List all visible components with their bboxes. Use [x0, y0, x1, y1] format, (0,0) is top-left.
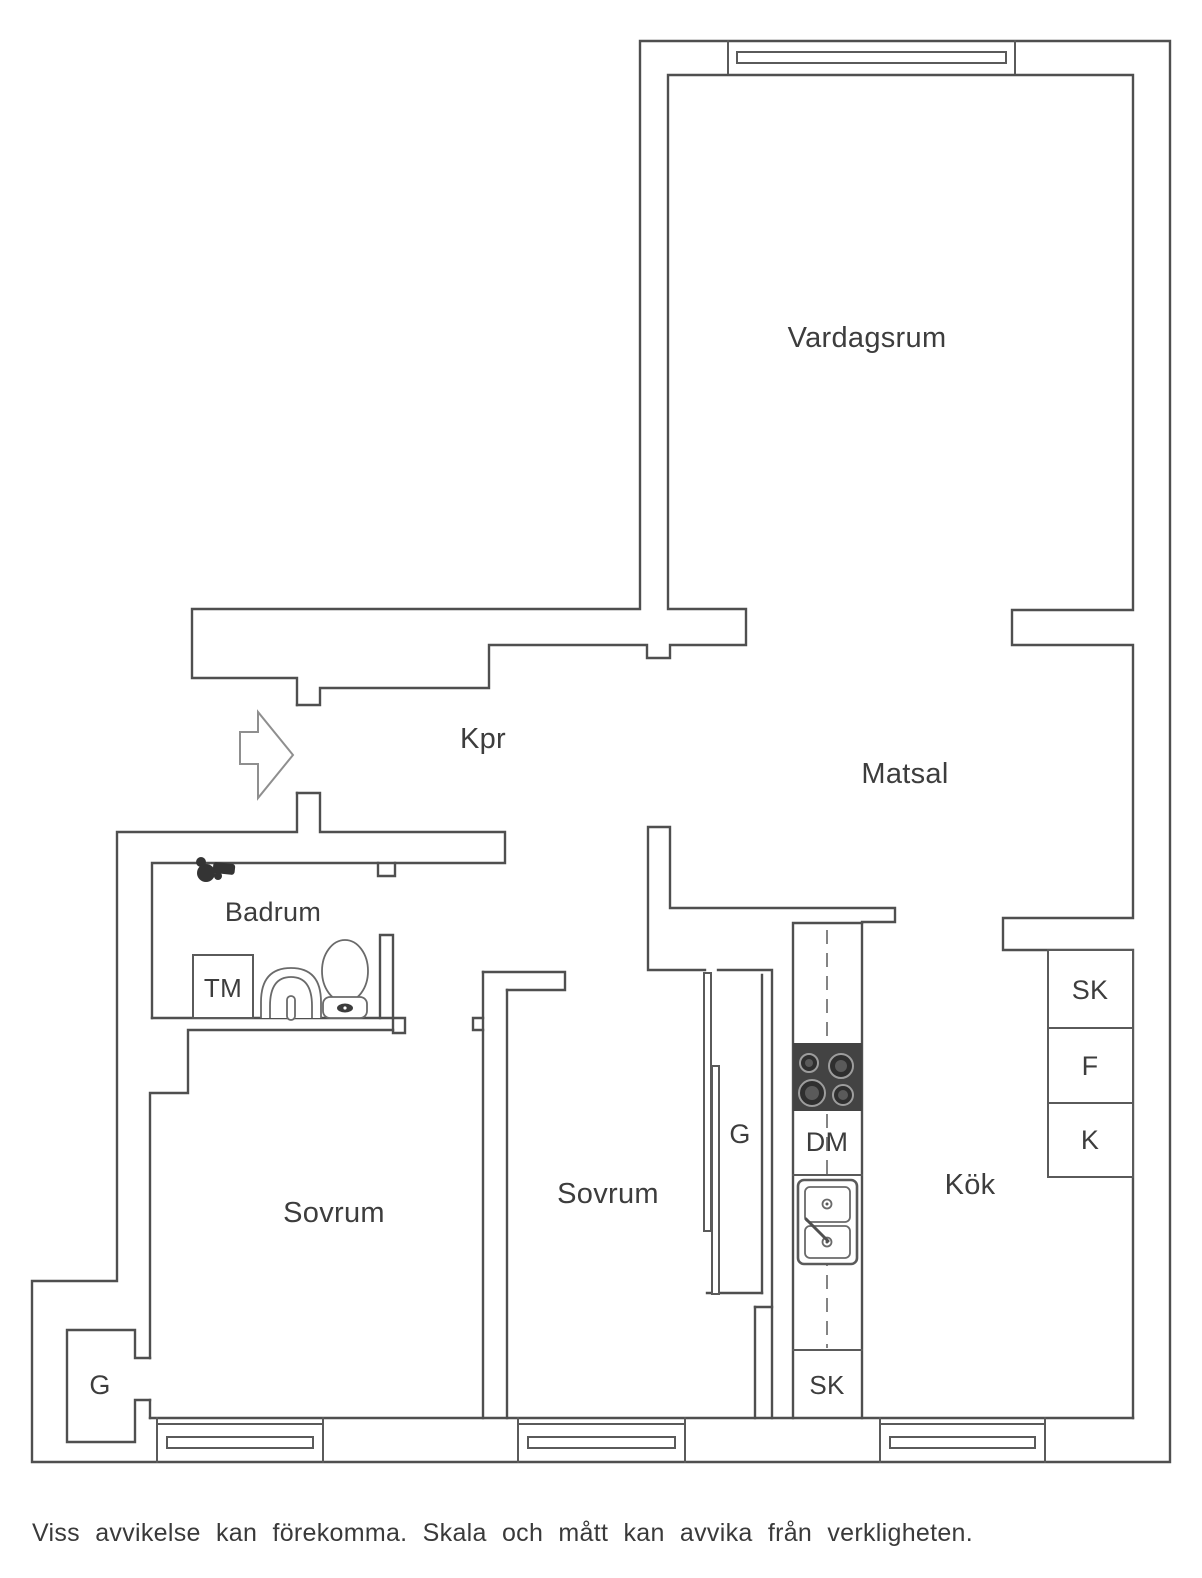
room-label-bedroom-left: Sovrum: [283, 1197, 385, 1229]
room-label-hall: Kpr: [460, 723, 506, 755]
label-cabinet-right: SK: [1072, 975, 1109, 1005]
window-bottom-left: [156, 1417, 324, 1463]
label-closet-bottom-left: G: [89, 1370, 110, 1400]
faucet-icon: [196, 857, 236, 882]
exterior-walls: [30, 39, 1172, 1464]
room-label-bathroom: Badrum: [225, 897, 321, 927]
label-freezer: F: [1082, 1051, 1099, 1081]
room-label-kitchen: Kök: [945, 1169, 996, 1201]
label-washing-machine: TM: [204, 973, 242, 1003]
label-closet-middle: G: [729, 1119, 750, 1149]
interior-walls: [65, 73, 1135, 1444]
kitchen-sink-icon: [796, 1178, 859, 1266]
toilet-icon: [321, 939, 369, 1019]
window-bottom-middle: [517, 1417, 686, 1463]
window-bottom-right: [879, 1417, 1046, 1463]
sliding-closet-doors: [703, 972, 720, 1295]
label-cabinet-bottom: SK: [809, 1370, 845, 1400]
room-label-bedroom-middle: Sovrum: [557, 1178, 659, 1210]
kitchen-right-cabinets: [1047, 949, 1134, 1178]
disclaimer-text: Viss avvikelse kan förekomma. Skala och …: [32, 1519, 973, 1547]
washing-machine-box: [192, 954, 254, 1019]
bathroom-sink-icon: [260, 967, 322, 1021]
room-label-living-room: Vardagsrum: [788, 322, 947, 354]
stove-icon: [793, 1043, 862, 1111]
entrance-arrow-icon: [239, 709, 295, 801]
window-top: [727, 40, 1016, 74]
label-fridge: K: [1081, 1125, 1099, 1155]
label-dishwasher: DM: [806, 1127, 849, 1157]
room-label-dining-room: Matsal: [861, 758, 948, 790]
